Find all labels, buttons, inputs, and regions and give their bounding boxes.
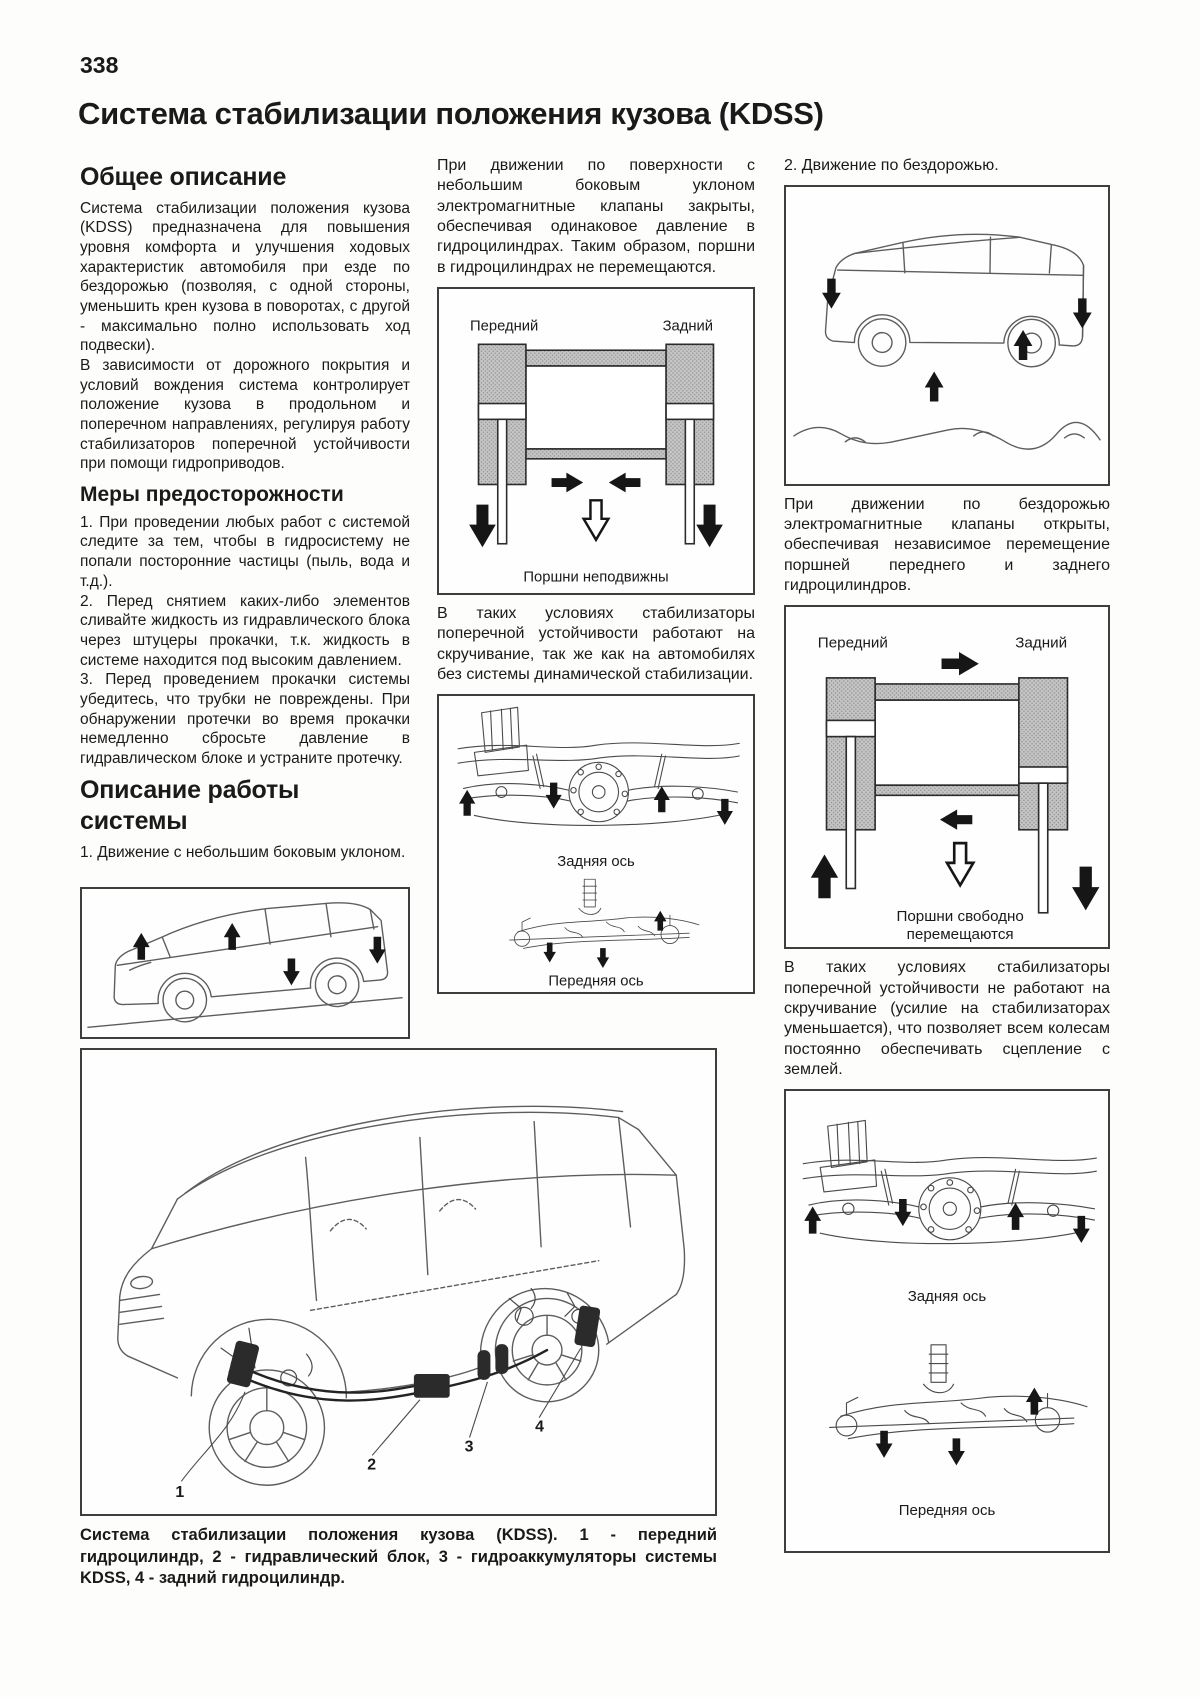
down-arrow-icon (283, 958, 300, 986)
operation-mode-1-note: В таких условиях стабилизаторы поперечно… (437, 605, 755, 683)
figure-kdss-cutaway: 1 2 3 4 (80, 1048, 717, 1517)
callout-4: 4 (535, 1419, 544, 1436)
up-arrow-icon (924, 371, 944, 402)
cylinders-and-frame (477, 343, 715, 545)
figure-axles-mode2: Задняя ось Передняя ось (784, 1089, 1110, 1554)
rear-axle-drawing (458, 708, 739, 826)
caption-rear-axle: Задняя ось (557, 854, 635, 870)
left-arrow-icon (939, 809, 973, 830)
precaution-item-3: 3. Перед проведением прокачки системы уб… (80, 671, 410, 767)
piston-diagram-free: Передний Задний Поршни (810, 635, 1100, 943)
up-arrow-icon (810, 854, 839, 899)
right-arrow-icon (551, 472, 584, 493)
terrain-line (793, 422, 1101, 451)
label-front: Передний (470, 318, 538, 334)
operation-mode-1-label: 1. Движение с небольшим боковым уклоном. (80, 844, 406, 862)
suv-cutaway-drawing: 1 2 3 4 (117, 1105, 686, 1501)
right-arrow-icon (941, 652, 979, 676)
callout-3: 3 (465, 1438, 474, 1455)
callout-1: 1 (175, 1484, 184, 1501)
caption-front-axle: Передняя ось (899, 1502, 996, 1519)
hollow-down-arrow-icon (582, 498, 610, 541)
suv-slope-drawing (87, 902, 403, 1028)
up-arrow-icon (132, 932, 150, 960)
kdss-components (226, 1305, 601, 1398)
figure-caption: Поршни неподвижны (523, 569, 668, 585)
suv-outline (793, 233, 1101, 451)
label-rear: Задний (663, 318, 714, 334)
cutaway-caption: Система стабилизации положения кузова (K… (80, 1526, 717, 1587)
general-paragraph-1: Система стабилизации положения кузова (K… (80, 199, 410, 355)
caption-front-axle: Передняя ось (548, 974, 644, 990)
operation-mode-1-paragraph: При движении по поверхности с небольшим … (437, 157, 755, 276)
precaution-item-1: 1. При проведении любых работ с системой… (80, 513, 410, 590)
rear-wheel (494, 1297, 600, 1403)
column-left: Общее описание Система стабилизации поло… (80, 156, 410, 1040)
precaution-item-2: 2. Перед снятием каких-либо элементов сл… (80, 592, 410, 669)
general-paragraph-2: В зависимости от дорожного покрытия и ус… (80, 357, 410, 473)
ground-line (87, 996, 403, 1028)
heading-general-description: Общее описание (80, 163, 287, 191)
operation-mode-2-paragraph: При движении по бездорожью электромагнит… (784, 495, 1110, 594)
suv-body-outline (117, 1105, 686, 1399)
down-arrow-icon (1072, 866, 1100, 911)
front-axle-drawing (830, 1345, 1087, 1466)
figure-caption-line2: перемещаются (907, 926, 1014, 943)
suv-outline (87, 902, 403, 1028)
up-arrow-icon (223, 922, 241, 950)
figure-caption-line1: Поршни свободно (896, 908, 1023, 925)
axle-diagrams-mode1: Задняя ось Передняя ось (439, 696, 753, 990)
down-arrow-icon (1072, 298, 1092, 329)
suv-offroad-drawing (793, 233, 1101, 451)
caption-rear-axle: Задняя ось (908, 1288, 987, 1305)
figure-axles-mode1: Задняя ось Передняя ось (437, 694, 755, 995)
cylinders-and-frame (825, 677, 1069, 914)
page-title: Система стабилизации положения кузова (K… (78, 96, 824, 131)
bottom-figure-block: 1 2 3 4 Система стабилизации положения к… (80, 1048, 717, 1589)
axle-diagrams-mode2: Задняя ось Передняя ось (786, 1091, 1108, 1519)
down-arrow-icon (469, 504, 496, 548)
figure-car-side-slope (80, 887, 410, 1040)
operation-mode-2-note: В таких условиях стабилизаторы поперечно… (784, 959, 1110, 1078)
operation-mode-2-label: 2. Движение по бездорожью. (784, 157, 999, 174)
page-number: 338 (80, 52, 119, 78)
label-front: Передний (818, 635, 888, 652)
rear-axle-drawing (803, 1121, 1096, 1244)
front-wheel (208, 1369, 326, 1486)
callout-leader-lines (180, 1347, 582, 1482)
figure-pistons-locked: Передний Задний Поршни (437, 286, 755, 595)
heading-precautions: Меры предосторожности (80, 483, 344, 507)
label-rear: Задний (1015, 635, 1067, 652)
column-middle: При движении по поверхности с небольшим … (437, 156, 755, 1003)
left-arrow-icon (608, 472, 641, 493)
front-axle-drawing (510, 880, 699, 969)
up-arrow-icon (1013, 330, 1033, 361)
figure-pistons-free: Передний Задний Поршни (784, 605, 1110, 950)
down-arrow-icon (822, 278, 841, 309)
column-right: 2. Движение по бездорожью. (784, 156, 1110, 1562)
figure-car-offroad (784, 185, 1110, 486)
callout-2: 2 (367, 1456, 376, 1473)
piston-diagram-locked: Передний Задний Поршни (469, 318, 723, 585)
hollow-down-arrow-icon (945, 841, 975, 887)
heading-system-operation: Описание работы системы (80, 775, 300, 836)
down-arrow-icon (696, 504, 723, 548)
